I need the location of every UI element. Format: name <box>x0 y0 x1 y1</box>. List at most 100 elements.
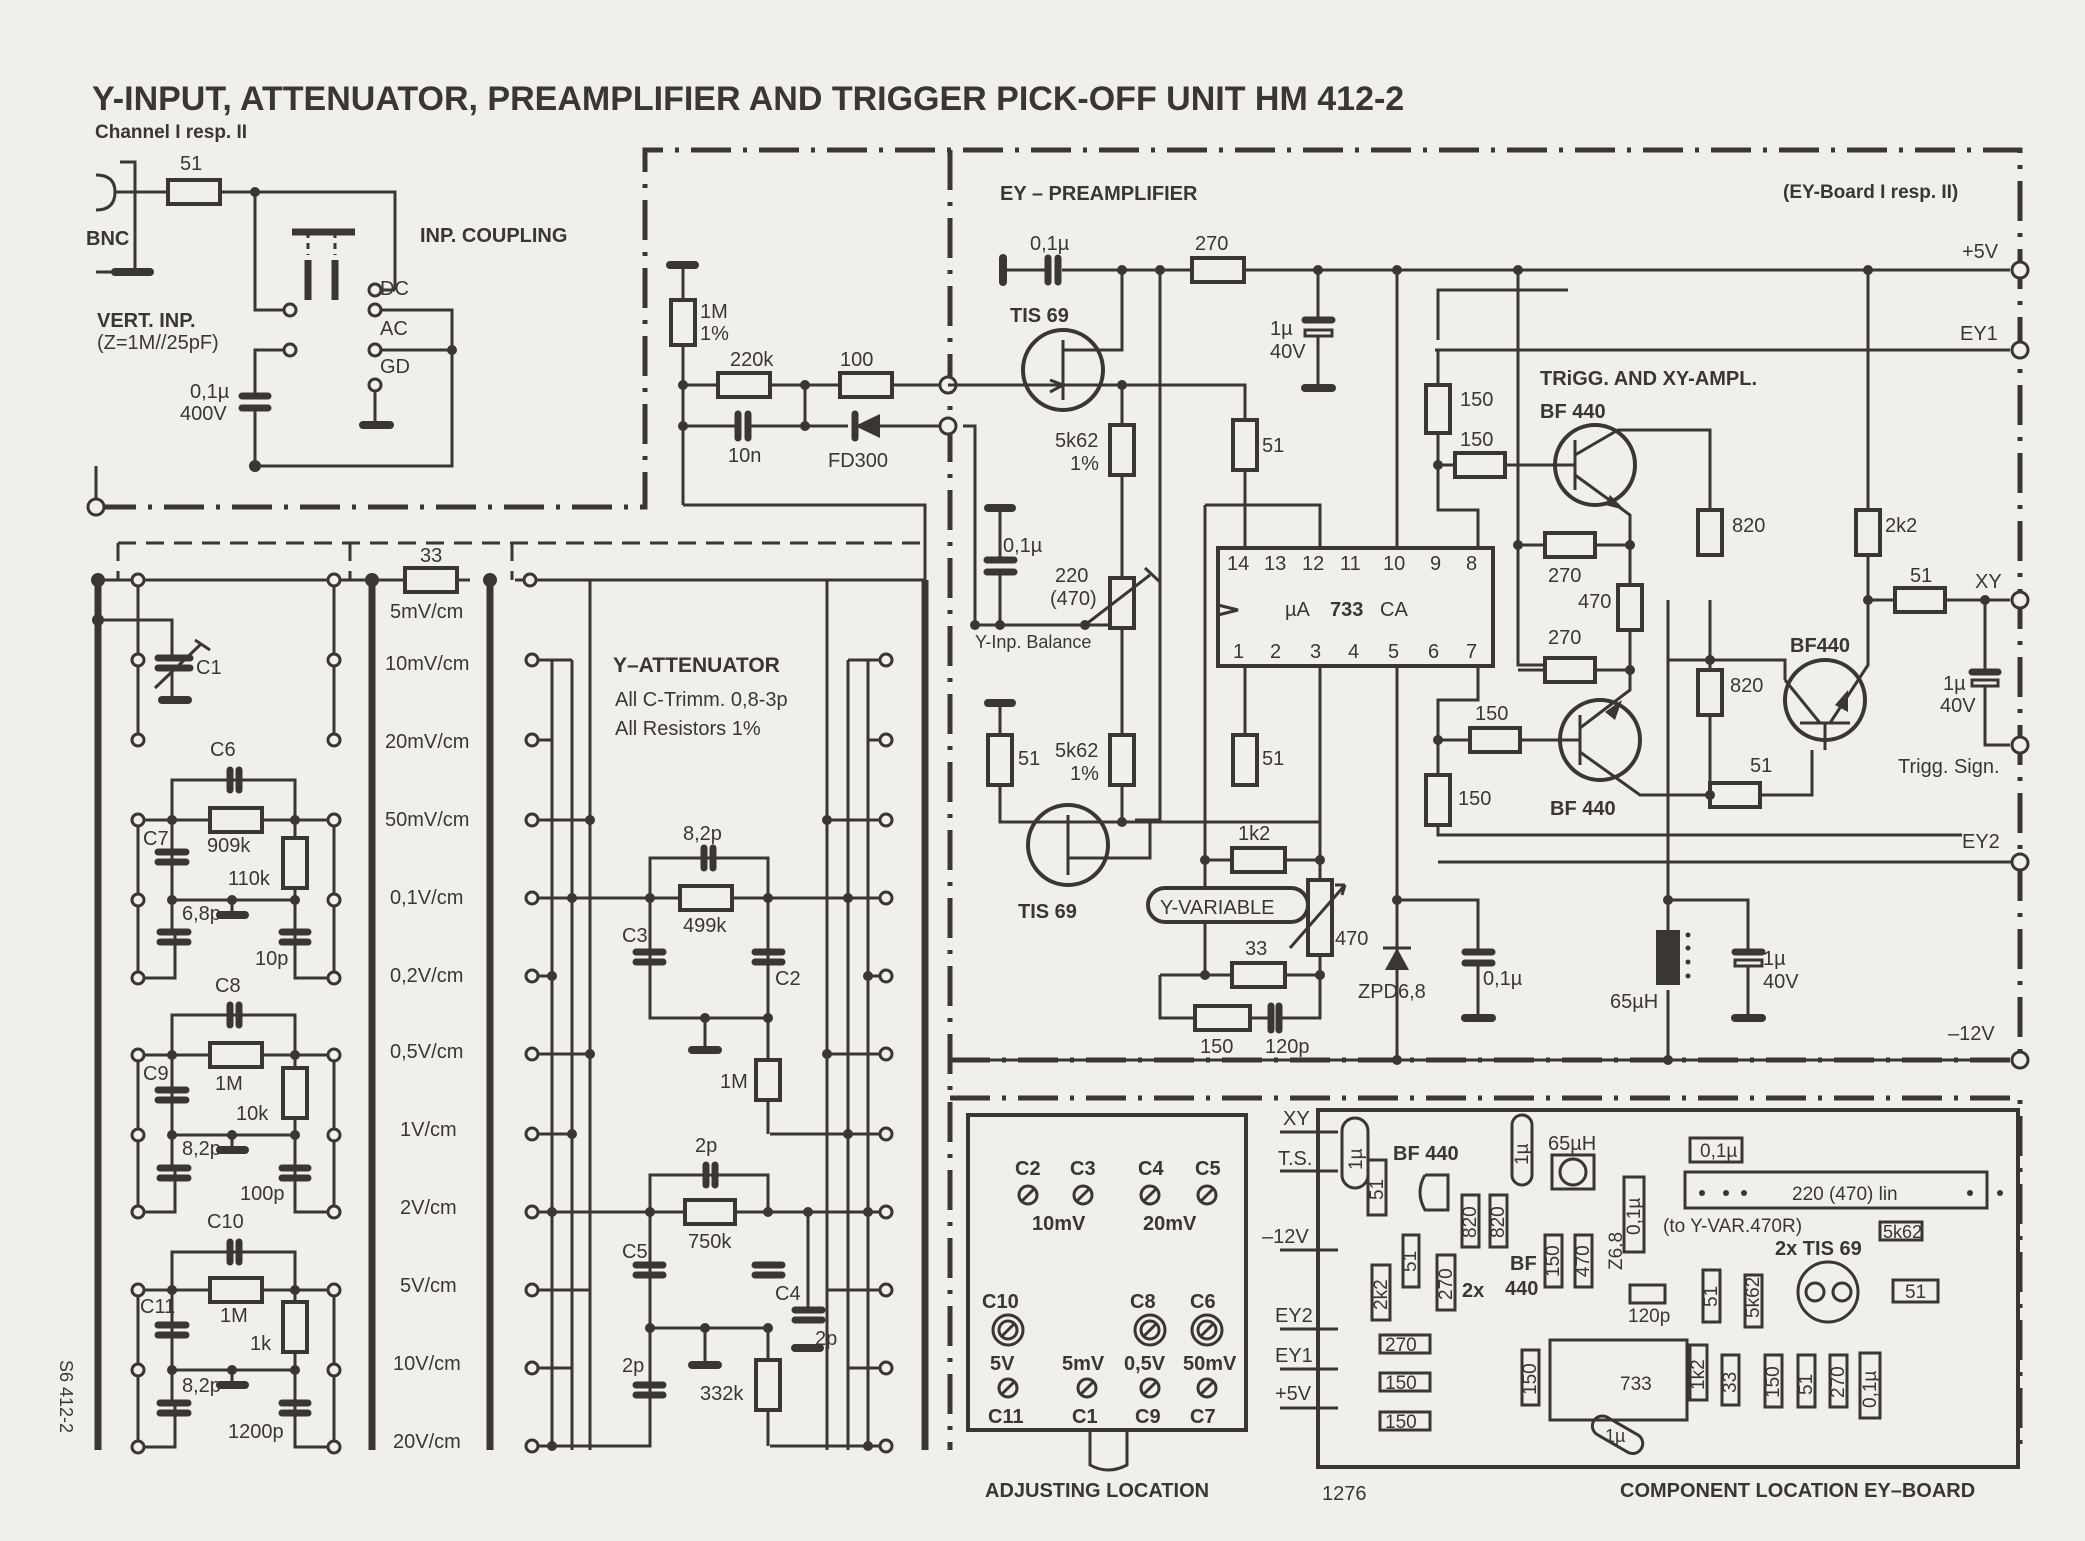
pcb-edge-ey1: EY1 <box>1275 1345 1313 1367</box>
trimmer-screw-c9[interactable] <box>1139 1377 1161 1399</box>
pcb-r470: 470 <box>1573 1245 1594 1277</box>
r1k2-value: 1k2 <box>1238 823 1270 845</box>
ic-pins-top: 14 13 12 11 10 9 8 <box>1227 553 1477 575</box>
r1k-label: 1k <box>250 1333 272 1355</box>
q3-label: BF440 <box>1790 635 1850 657</box>
range-label: 1V/cm <box>400 1119 457 1141</box>
r820-b-value: 820 <box>1730 675 1763 697</box>
pcb-r150-b: 150 <box>1385 1373 1417 1394</box>
pcb-edge-labels: XY T.S. –12V EY2 EY1 +5V <box>1262 1108 1338 1410</box>
ic-pins-bottom: 1 2 3 4 5 6 7 <box>1233 641 1477 663</box>
attenuator: 33 C1 5mV/cm 10mV/cm 20mV/cm 50mV/cm 0,1… <box>91 545 929 1455</box>
r51-e-value: 51 <box>1750 755 1772 777</box>
fet-bottom-label: TIS 69 <box>1018 901 1077 923</box>
r750k-label: 750k <box>688 1231 732 1253</box>
pcb-r1k2: 1k2 <box>1688 1359 1709 1390</box>
protection-network: 1M 1% 220k 100 10n FD300 <box>666 261 958 580</box>
pcb-tis69: 2x TIS 69 <box>1775 1238 1862 1260</box>
c-bal-value: 0,1µ <box>1003 535 1043 557</box>
pcb-r150-e: 150 <box>1763 1366 1784 1398</box>
trimmer-screw-c8[interactable] <box>1133 1313 1167 1347</box>
r51-c-value: 51 <box>1262 748 1284 770</box>
diode-fd300-label: FD300 <box>828 450 888 472</box>
c4-label: C4 <box>775 1283 801 1305</box>
ic-name: 733 <box>1330 599 1363 621</box>
pcb-bf440-a: BF 440 <box>1393 1143 1459 1165</box>
trimmer-screw-c5[interactable] <box>1196 1184 1218 1206</box>
pcb-c1u-c: 1µ <box>1605 1426 1625 1446</box>
fet-top-label: TIS 69 <box>1010 305 1069 327</box>
component-location: XY T.S. –12V EY2 EY1 +5V 1µ 51 BF 440 51… <box>1262 1108 2020 1505</box>
r332k-label: 332k <box>700 1383 744 1405</box>
trimmer-screw-c3[interactable] <box>1072 1184 1094 1206</box>
atten-terminals-right <box>878 652 894 1454</box>
pcb-c01-c: 0,1µ <box>1860 1371 1881 1408</box>
r270-b-value: 270 <box>1548 627 1581 649</box>
connector-xy[interactable] <box>2010 590 2030 610</box>
pot-bal-alt-value: (470) <box>1050 588 1097 610</box>
pcb-r33: 33 <box>1720 1372 1741 1393</box>
input-section: BNC 51 INP. COUPLING DC AC GD VERT. INP.… <box>86 153 567 517</box>
connector-minus12v[interactable] <box>2010 1050 2030 1070</box>
pcb-c120p: 120p <box>1628 1306 1670 1327</box>
trimmer-label: C4 <box>1138 1158 1164 1180</box>
pcb-r150-c: 150 <box>1385 1412 1417 1433</box>
label-ey2: EY2 <box>1962 831 2000 853</box>
trimmer-label: C11 <box>988 1406 1024 1428</box>
pcb-r5k62-b: 5k62 <box>1743 1277 1764 1318</box>
ic-pin: 5 <box>1388 641 1399 663</box>
pot-yvar-value: 470 <box>1335 928 1368 950</box>
r-220k-value: 220k <box>730 349 774 371</box>
resistor-r51-input <box>166 178 222 206</box>
ic-pin: 7 <box>1466 641 1477 663</box>
q1-label: BF 440 <box>1540 401 1606 423</box>
vert-inp-label: VERT. INP. <box>97 310 196 332</box>
connector-trigg[interactable] <box>2010 735 2030 755</box>
y-variable-badge <box>1146 886 1310 924</box>
label-minus12v: –12V <box>1948 1023 1995 1045</box>
range-labels: 5mV/cm 10mV/cm 20mV/cm 50mV/cm 0,1V/cm 0… <box>385 601 469 1453</box>
fet-tis69-top <box>1021 328 1105 412</box>
pcb-c1u-b: 1µ <box>1512 1143 1533 1165</box>
r110k-label: 110k <box>228 868 271 890</box>
bnc-label: BNC <box>86 228 129 250</box>
trimmer-screw-c2[interactable] <box>1017 1184 1039 1206</box>
range-label: 20V/cm <box>393 1431 461 1453</box>
ic-pin: 3 <box>1310 641 1321 663</box>
atten-mid-1: 8,2p 499k C3 C2 1M <box>622 823 801 1134</box>
c-out-voltage: 40V <box>1940 695 1976 717</box>
pcb-pot-label: 220 (470) lin <box>1792 1184 1898 1205</box>
trigger-title: TRiGG. AND XY-AMPL. <box>1540 368 1757 390</box>
range-label: 0,2V/cm <box>390 965 463 987</box>
c1u-neg-voltage: 40V <box>1763 971 1799 993</box>
trimmer-screw-c11[interactable] <box>997 1377 1019 1399</box>
trimmer-screw-c10[interactable] <box>991 1313 1025 1347</box>
pcb-r820-a: 820 <box>1460 1206 1481 1238</box>
group-label-10mv: 10mV <box>1032 1213 1086 1235</box>
trimmer-screw-c6[interactable] <box>1190 1313 1224 1347</box>
connector-plus5v[interactable] <box>2010 260 2030 280</box>
c1u-neg-value: 1µ <box>1763 948 1786 970</box>
r51-a-value: 51 <box>1262 435 1284 457</box>
trimmer-screw-c7[interactable] <box>1196 1377 1218 1399</box>
pcb-edge-minus12v: –12V <box>1262 1226 1309 1248</box>
trimmer-screw-c4[interactable] <box>1139 1184 1161 1206</box>
trimmer-label: C5 <box>1195 1158 1221 1180</box>
connector-ey1[interactable] <box>2010 340 2030 360</box>
q2-label: BF 440 <box>1550 798 1616 820</box>
value-label: 0,5V <box>1124 1353 1166 1375</box>
pcb-c01-a: 0,1µ <box>1700 1141 1737 1162</box>
ic-pin: 12 <box>1302 553 1324 575</box>
ic-ua733 <box>1216 546 1495 668</box>
trimmer-screw-c1[interactable] <box>1076 1377 1098 1399</box>
trimmer-label: C3 <box>1070 1158 1096 1180</box>
range-label: 5mV/cm <box>390 601 463 623</box>
r470-value: 470 <box>1578 591 1611 613</box>
switch-contact <box>282 302 298 318</box>
preamp-title: EY – PREAMPLIFIER <box>1000 183 1198 205</box>
atten-terminals-left <box>524 652 540 1454</box>
connector-ey2[interactable] <box>2010 852 2030 872</box>
label-plus5v: +5V <box>1962 241 1999 263</box>
r499k-label: 499k <box>683 915 727 937</box>
